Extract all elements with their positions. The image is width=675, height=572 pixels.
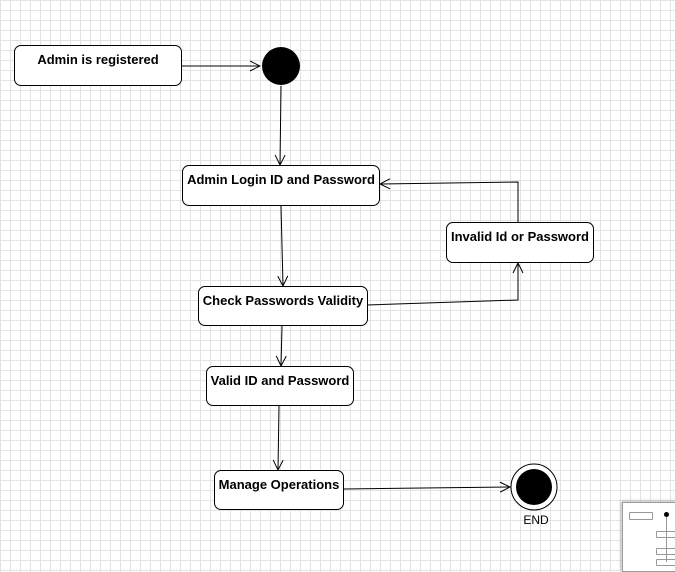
edge-check-to-invalid[interactable] bbox=[366, 263, 518, 306]
node-check[interactable]: Check Passwords Validity bbox=[198, 286, 368, 326]
node-login[interactable]: Admin Login ID and Password bbox=[182, 165, 380, 206]
node-valid[interactable]: Valid ID and Password bbox=[206, 366, 354, 406]
minimap-node bbox=[629, 512, 653, 520]
edge-start-to-login[interactable] bbox=[280, 85, 281, 165]
minimap[interactable] bbox=[622, 502, 675, 572]
minimap-line bbox=[666, 517, 667, 562]
edge-manage-to-end[interactable] bbox=[343, 487, 510, 489]
node-admin-registered[interactable]: Admin is registered bbox=[14, 45, 182, 86]
edge-valid-to-manage[interactable] bbox=[278, 405, 279, 470]
start-node[interactable] bbox=[262, 47, 300, 85]
node-manage[interactable]: Manage Operations bbox=[214, 470, 344, 510]
node-invalid[interactable]: Invalid Id or Password bbox=[446, 222, 594, 263]
edge-invalid-to-login[interactable] bbox=[380, 182, 519, 222]
edge-login-to-check[interactable] bbox=[281, 205, 283, 286]
edge-check-to-valid[interactable] bbox=[281, 325, 282, 366]
end-node[interactable] bbox=[516, 469, 552, 505]
minimap-node bbox=[656, 531, 675, 538]
minimap-node bbox=[656, 548, 675, 555]
minimap-start bbox=[664, 512, 669, 517]
end-label: END bbox=[523, 513, 549, 527]
